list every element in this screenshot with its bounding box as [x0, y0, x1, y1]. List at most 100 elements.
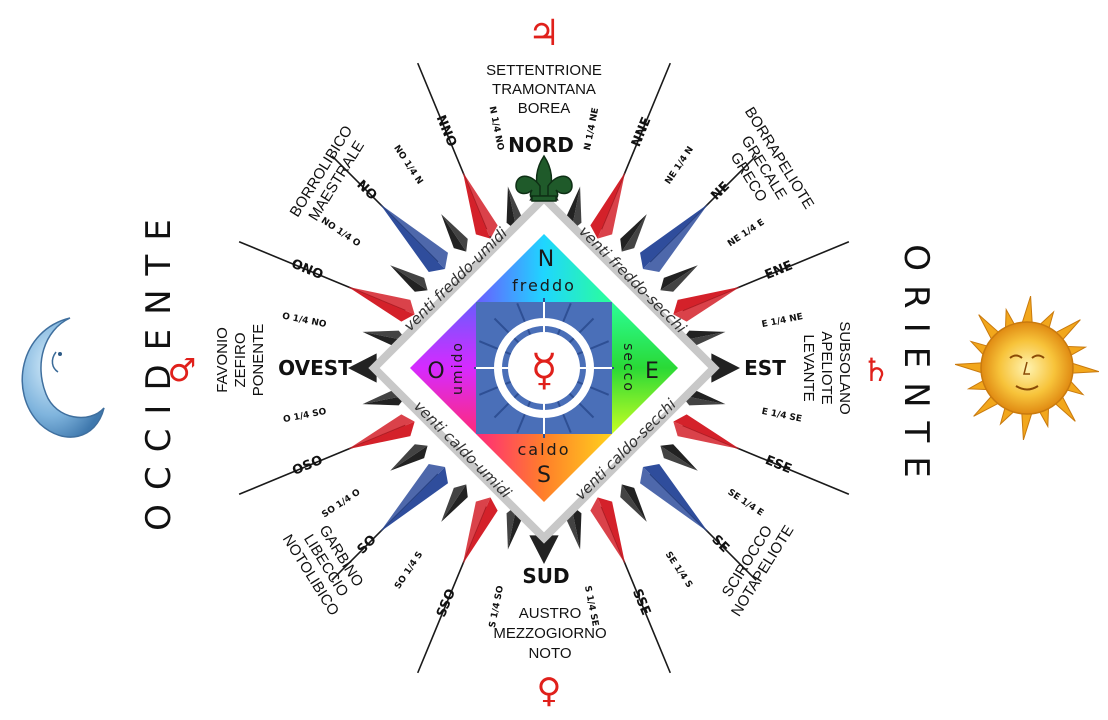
crescent-moon-face-icon	[21, 317, 105, 438]
needle-half	[362, 330, 407, 341]
venus-symbol-icon: ♀	[537, 671, 562, 711]
wind-block-south: AUSTRO MEZZOGIORNO NOTO	[493, 605, 606, 662]
point-label: NO 1/4 O	[319, 216, 362, 249]
needle-half	[506, 505, 517, 550]
wind-south-line-3: NOTO	[528, 645, 571, 662]
quadrant-label-caldo: caldo	[518, 440, 571, 459]
quadrant-label-freddo: freddo	[512, 276, 576, 295]
wind-west-line-3: PONENTE	[250, 324, 267, 397]
needle-half	[660, 445, 698, 471]
cardinal-est: EST	[744, 356, 786, 380]
needle-half	[379, 464, 446, 533]
point-label: NE 1/4 E	[726, 218, 766, 250]
quadrant-letter-s: S	[537, 463, 551, 488]
point-label: SO 1/4 O	[320, 487, 362, 520]
quadrant-south	[476, 434, 612, 502]
cardinal-sud: SUD	[522, 564, 569, 588]
needle-half	[621, 214, 647, 252]
point-label: S 1/4 SO	[488, 585, 506, 629]
wind-north-line-1: SETTENTRIONE	[486, 62, 602, 79]
needle-half	[348, 286, 415, 322]
cardinal-needle	[348, 353, 377, 383]
wind-block-southeast: SCIROCCO NOTAPELIOTE	[719, 522, 798, 619]
needle-half	[506, 186, 517, 231]
point-label: N 1/4 NO	[487, 105, 506, 151]
point-label: ENE	[763, 258, 795, 283]
saturn-symbol-icon: ♄	[862, 351, 891, 389]
point-label: S 1/4 SE	[582, 585, 600, 627]
wind-north-line-3: BOREA	[518, 100, 571, 117]
point-label: NNO	[433, 113, 459, 149]
quadrant-north	[476, 234, 612, 302]
needle-half	[620, 214, 647, 252]
needle-half	[640, 466, 709, 533]
wind-block-west: FAVONIO ZEFIRO PONENTE	[214, 324, 267, 397]
needle-half	[390, 265, 428, 291]
wind-block-east: SUBSOLANO APELIOTE LEVANTE	[800, 321, 853, 414]
needle-half	[462, 172, 491, 239]
needle-half	[590, 497, 626, 564]
needle-half	[673, 421, 740, 450]
needle-half	[590, 172, 626, 239]
quadrant-letter-o: O	[427, 359, 444, 384]
wind-east-line-3: LEVANTE	[800, 334, 817, 401]
sun-ray	[1070, 362, 1100, 374]
point-label: SE 1/4 S	[663, 550, 694, 590]
needle-half	[390, 445, 428, 471]
cardinal-nord: NORD	[508, 133, 574, 157]
point-label: OSO	[290, 453, 325, 479]
needle-half	[597, 172, 626, 239]
fleur-de-lis-icon	[515, 154, 573, 202]
jupiter-symbol-icon: ♃	[528, 13, 560, 54]
side-label-occidente: OCCIDENTE	[139, 205, 179, 531]
needle-half	[673, 286, 740, 322]
needle-half	[660, 265, 698, 291]
point-label: SSO	[434, 587, 459, 620]
cardinal-needle	[711, 353, 740, 383]
side-label-oriente: ORIENTE	[896, 244, 936, 492]
sun-face-icon	[954, 295, 1100, 441]
point-label: ESE	[763, 453, 794, 477]
mercury-symbol-icon: ☿	[530, 345, 557, 396]
needle-half	[660, 265, 698, 292]
needle-half	[640, 203, 709, 270]
point-label: NO 1/4 N	[391, 144, 424, 187]
wind-north-line-2: TRAMONTANA	[492, 81, 596, 98]
needle-half	[379, 466, 448, 533]
needle-half	[681, 330, 726, 341]
needle-half	[642, 203, 709, 272]
point-label: N 1/4 NE	[583, 107, 601, 151]
point-label: NNE	[629, 115, 655, 149]
needle-half	[642, 464, 709, 533]
point-label: E 1/4 NE	[761, 312, 804, 330]
needle-half	[620, 484, 647, 522]
inner-ring	[494, 318, 594, 418]
quadrant-letter-e: E	[645, 359, 659, 384]
needle-half	[362, 395, 407, 406]
wind-south-line-1: AUSTRO	[519, 605, 582, 622]
sun-ray	[1021, 411, 1033, 441]
quadrant-west	[410, 302, 476, 434]
cardinal-needle	[529, 535, 559, 564]
needle-half	[348, 421, 415, 450]
needle-half	[681, 395, 726, 406]
needle-half	[673, 414, 740, 450]
wind-west-line-1: FAVONIO	[214, 327, 231, 393]
wind-west-line-2: ZEFIRO	[232, 333, 249, 388]
needle-half	[390, 265, 428, 292]
needle-half	[441, 484, 468, 522]
point-label: SE 1/4 E	[726, 488, 766, 519]
needle-half	[390, 444, 428, 471]
quadrant-label-umido: umido	[450, 341, 466, 395]
mars-symbol-icon: ♂	[168, 351, 197, 389]
inner-disc	[508, 332, 580, 404]
wind-east-line-1: SUBSOLANO	[836, 321, 853, 414]
needle-half	[462, 172, 498, 239]
needle-half	[597, 497, 626, 564]
needle-half	[571, 186, 582, 231]
compass-needles	[348, 172, 740, 564]
wind-block-north: SETTENTRIONE TRAMONTANA BOREA	[486, 62, 602, 117]
quadrant-label-secco: secco	[620, 343, 636, 393]
quadrant-letter-n: N	[538, 247, 554, 272]
